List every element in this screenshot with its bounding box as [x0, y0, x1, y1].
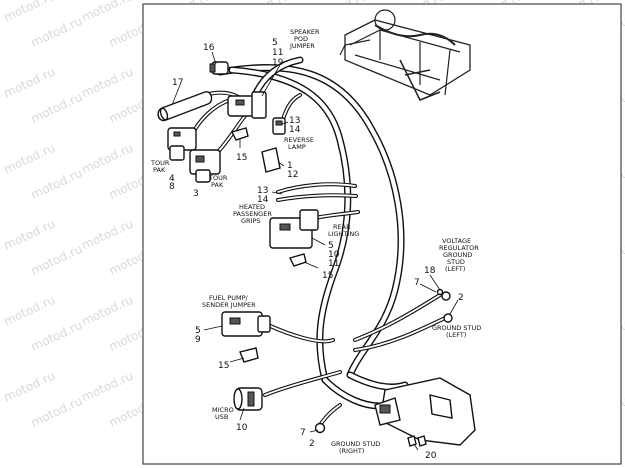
ground-ring-left-upper	[436, 288, 451, 301]
caption-heated-2: PASSENGER	[233, 210, 272, 218]
caption-rear-2: LIGHTING	[328, 230, 359, 238]
callout-7b: 7	[300, 428, 306, 438]
watermark-text: motod.ru	[2, 369, 58, 405]
caption-gsr-2: (RIGHT)	[339, 447, 364, 455]
watermark-text: motod.ru	[2, 217, 58, 253]
caption-reverse-2: LAMP	[288, 143, 306, 151]
callout-19: 19	[272, 58, 284, 68]
callout-2: 2	[458, 293, 464, 303]
callout-16: 16	[203, 43, 215, 53]
watermark-text: motod.ru	[29, 394, 85, 430]
micro-usb-connector	[233, 387, 263, 411]
callout-3: 3	[193, 189, 199, 199]
watermark-text: motod.ru	[2, 293, 58, 329]
callout-5b: 5	[328, 241, 334, 251]
callout-11: 11	[272, 48, 283, 58]
component-16-connector	[209, 61, 229, 75]
caption-gsl-1: GROUND STUD	[432, 324, 481, 332]
watermark-text: motod.ru	[80, 369, 136, 405]
connector-1-12	[261, 147, 281, 173]
caption-vr-5: (LEFT)	[445, 265, 465, 273]
rear-lighting-connector	[269, 209, 319, 249]
callout-11b: 11	[328, 259, 339, 269]
callout-17: 17	[172, 78, 183, 88]
fuel-pump-jumper-connector	[221, 311, 271, 337]
reverse-lamp-connector	[272, 117, 286, 135]
caption-gsl-2: (LEFT)	[446, 331, 466, 339]
caption-vr-1: VOLTAGE	[442, 237, 471, 245]
callout-9c: 9	[195, 335, 201, 345]
callout-15b: 15	[322, 271, 333, 281]
callout-4: 4	[169, 174, 175, 184]
callout-5c: 5	[195, 326, 201, 336]
watermark-text: motod.ru	[2, 141, 58, 177]
caption-usb-1: MICRO	[212, 406, 234, 414]
caption-reverse-1: REVERSE	[284, 136, 314, 144]
watermark-text: motod.ru	[80, 0, 136, 24]
tour-pak-connector-a	[167, 127, 197, 161]
ground-ring-left-lower	[443, 313, 453, 323]
callout-12: 12	[287, 170, 298, 180]
callout-18: 18	[424, 266, 436, 276]
callout-5: 5	[272, 38, 278, 48]
callout-2b: 2	[309, 439, 315, 449]
leader-lines	[171, 51, 459, 451]
rear-bracket	[374, 377, 476, 446]
callout-10: 10	[236, 423, 248, 433]
speaker-pod-jumper-connector	[227, 91, 267, 119]
watermark-text: motod.ru	[29, 166, 85, 202]
caption-speaker-pod-3: JUMPER	[289, 42, 315, 50]
watermark-text: motod.ru	[29, 318, 85, 354]
caption-rear-1: REAR	[333, 223, 351, 231]
watermark-text: motod.ru	[80, 217, 136, 253]
callout-numbers: 16 17 5 11 19 13 14 15 1 12 4 8 3 13 14 …	[169, 38, 464, 461]
caption-speaker-pod-1: SPEAKER	[290, 28, 320, 36]
caption-vr-2: REGULATOR	[439, 244, 479, 252]
watermark-text: motod.ru	[29, 14, 85, 50]
callout-20: 20	[425, 451, 437, 461]
caption-vr-3: GROUND	[443, 251, 472, 259]
callout-14b: 14	[257, 195, 269, 205]
caption-tour-pak-b1: TOUR	[208, 174, 228, 182]
caption-tour-pak-a2: PAK	[153, 166, 166, 174]
clip-15b	[288, 253, 307, 267]
caption-usb-2: USB	[215, 413, 228, 421]
caption-heated-1: HEATED	[239, 203, 265, 211]
caption-tour-pak-b2: PAK	[211, 181, 224, 189]
component-captions: SPEAKER POD JUMPER REVERSE LAMP TOUR PAK…	[150, 28, 481, 455]
watermark-text: motod.ru	[80, 293, 136, 329]
watermark-text: motod.ru	[29, 242, 85, 278]
callout-7: 7	[414, 278, 420, 288]
watermark-text: motod.ru	[2, 65, 58, 101]
component-17-sleeve	[157, 91, 213, 122]
tour-pak-connector-b	[189, 149, 221, 183]
ground-ring-right	[314, 422, 326, 434]
callout-13: 13	[289, 116, 300, 126]
callout-10b: 10	[328, 250, 340, 260]
caption-fuel-2: SENDER JUMPER	[202, 301, 256, 309]
watermark-text: motod.ru	[80, 141, 136, 177]
caption-vr-4: STUD	[447, 258, 465, 266]
callout-13b: 13	[257, 186, 268, 196]
callout-14: 14	[289, 125, 301, 135]
callout-15: 15	[236, 153, 247, 163]
callout-1: 1	[287, 161, 293, 171]
clip-15a	[230, 127, 249, 141]
caption-gsr-1: GROUND STUD	[331, 440, 380, 448]
callout-15c: 15	[218, 361, 229, 371]
callout-8: 8	[169, 182, 175, 192]
caption-speaker-pod-2: POD	[294, 35, 308, 43]
watermark-text: motod.ru	[80, 65, 136, 101]
watermark-text: motod.ru	[29, 90, 85, 126]
frame-location-inset	[339, 9, 471, 101]
caption-tour-pak-a1: TOUR	[150, 159, 170, 167]
fasteners-20	[407, 435, 427, 447]
caption-heated-3: GRIPS	[241, 217, 261, 225]
caption-fuel-1: FUEL PUMP/	[209, 294, 248, 302]
watermark-text: motod.ru	[2, 0, 58, 24]
